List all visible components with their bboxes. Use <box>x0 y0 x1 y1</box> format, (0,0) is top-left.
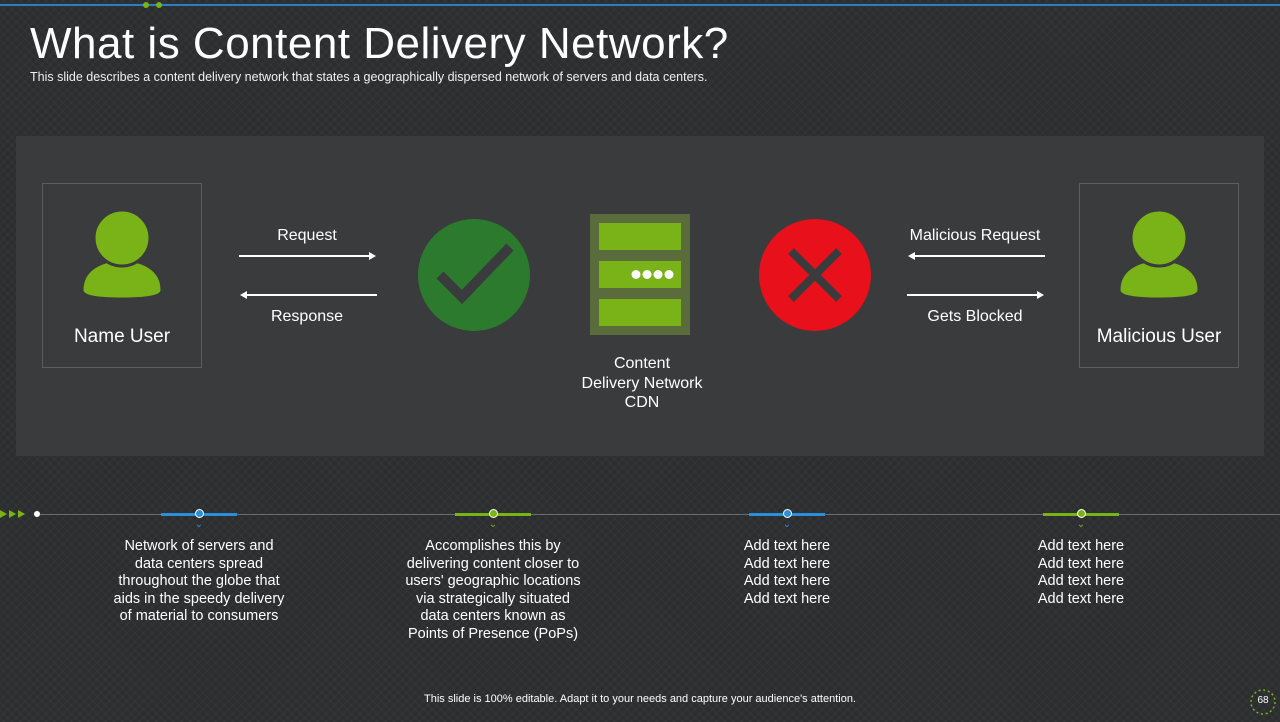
malicious-request-arrow <box>908 252 1045 260</box>
timeline-description-line: Add text here <box>1037 555 1125 572</box>
slide-subtitle: This slide describes a content delivery … <box>30 70 708 84</box>
footer-note: This slide is 100% editable. Adapt it to… <box>424 693 856 705</box>
timeline-description-line: Add text here <box>743 555 831 572</box>
timeline-description-line: users' geographic locations <box>405 573 581 590</box>
user-icon <box>1117 210 1201 300</box>
chevron-down-icon: ⌄ <box>1076 519 1086 530</box>
top-accent-line <box>0 4 1280 6</box>
timeline-description-line: Add text here <box>743 573 831 590</box>
gets-blocked-arrow <box>907 291 1044 299</box>
timeline-node <box>488 509 498 518</box>
timeline-description-line: Add text here <box>1037 590 1125 607</box>
timeline-description-line: Add text here <box>743 538 831 554</box>
top-accent-dot <box>156 2 162 8</box>
request-label: Request <box>277 227 337 244</box>
timeline-description-line: of material to consumers <box>119 608 279 625</box>
timeline-description-line: delivering content closer to <box>406 555 580 572</box>
chevron-down-icon: ⌄ <box>782 519 792 530</box>
timeline-arrow-icon <box>9 510 16 518</box>
timeline-arrow-icon <box>0 510 7 518</box>
timeline-description-line: Add text here <box>1037 573 1125 590</box>
malicious-user-label: Malicious User <box>1096 326 1222 347</box>
timeline-node <box>194 509 204 518</box>
timeline-description-line: aids in the speedy delivery <box>113 590 285 607</box>
timeline-node <box>1076 509 1086 518</box>
cdn-label-line: Content <box>613 355 671 372</box>
chevron-down-icon: ⌄ <box>194 519 204 530</box>
timeline-description-line: throughout the globe that <box>118 573 280 590</box>
timeline-description-line: data centers known as <box>420 608 566 625</box>
timeline-line <box>40 514 1280 515</box>
response-arrow <box>240 291 377 299</box>
page-number: 68 <box>1257 695 1269 706</box>
timeline-node <box>782 509 792 518</box>
name-user-label: Name User <box>73 326 171 347</box>
timeline-description-line: Network of servers and <box>124 538 274 554</box>
checkmark-icon <box>418 219 530 331</box>
gear-ring-icon <box>1250 689 1276 715</box>
timeline-description-line: data centers spread <box>134 555 264 572</box>
page-number-badge: 68 <box>1248 687 1278 717</box>
gets-blocked-label: Gets Blocked <box>927 308 1023 325</box>
cdn-label-line: CDN <box>624 394 660 411</box>
cross-icon <box>759 219 871 331</box>
slide-title: What is Content Delivery Network? <box>30 19 729 68</box>
malicious-user-box: Malicious User <box>1079 183 1239 368</box>
user-icon <box>80 210 164 300</box>
timeline-description-line: via strategically situated <box>416 590 570 607</box>
cdn-label: Content Delivery Network CDN <box>560 354 724 413</box>
timeline-description-line: Add text here <box>743 590 831 607</box>
chevron-down-icon: ⌄ <box>488 519 498 530</box>
timeline-description-line: Points of Presence (PoPs) <box>407 625 579 642</box>
timeline-description-line: Accomplishes this by <box>425 538 561 554</box>
name-user-box: Name User <box>42 183 202 368</box>
timeline-start-dot <box>34 511 40 517</box>
malicious-request-label: Malicious Request <box>909 227 1041 244</box>
response-label: Response <box>270 308 344 325</box>
timeline-arrow-icon <box>18 510 25 518</box>
request-arrow <box>239 252 376 260</box>
timeline-description-line: Add text here <box>1037 538 1125 554</box>
top-accent-dot <box>143 2 149 8</box>
cdn-label-line: Delivery Network <box>581 374 703 392</box>
server-icon <box>590 214 690 335</box>
